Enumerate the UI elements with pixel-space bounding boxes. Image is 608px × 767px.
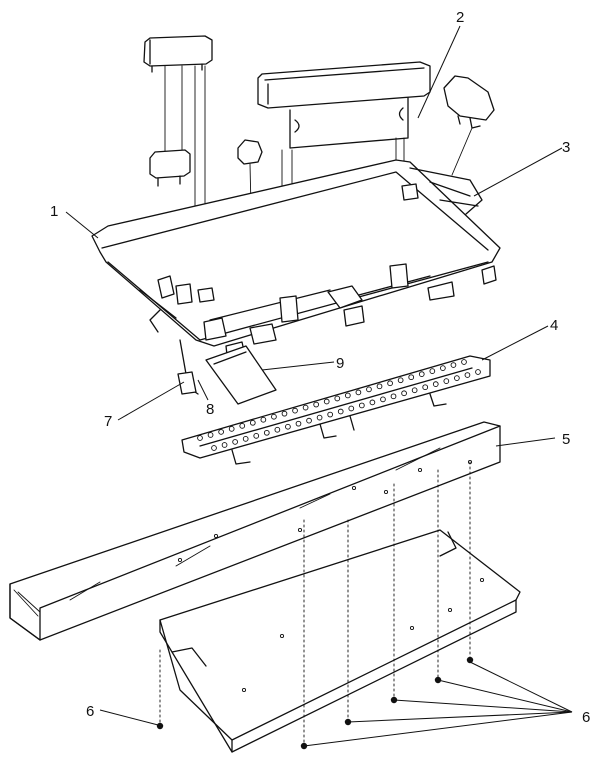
bracket-hole <box>232 439 238 445</box>
bracket-hole <box>422 384 429 391</box>
bracket-hole <box>397 377 404 384</box>
plate-hole <box>241 687 247 693</box>
small-key-cap <box>149 149 191 187</box>
bracket-hole <box>348 405 355 412</box>
bracket-hole <box>221 442 228 448</box>
bracket-hole <box>418 371 425 378</box>
bracket-hole <box>274 426 281 433</box>
top-right-cap <box>443 75 495 176</box>
callout-2: 2 <box>456 9 464 26</box>
bracket-hole <box>401 390 407 397</box>
bracket-hole <box>271 413 277 420</box>
bracket-hole <box>239 422 246 429</box>
callout-6-left: 6 <box>86 703 94 720</box>
bracket-hole <box>327 411 334 418</box>
bracket-hole <box>249 419 256 426</box>
leader-lines <box>65 25 573 747</box>
board-mark <box>297 527 303 533</box>
bracket-hole <box>461 359 467 365</box>
bracket-hole <box>306 417 312 424</box>
bracket-hole <box>253 432 260 439</box>
screw-head <box>466 656 474 664</box>
callout-labels: 1 2 3 4 5 6 6 7 8 9 <box>50 9 590 726</box>
callout-9: 9 <box>336 355 344 372</box>
bracket-hole <box>376 383 383 390</box>
bracket-hole <box>464 372 471 378</box>
bracket-hole <box>292 407 298 414</box>
bracket-hole <box>450 362 457 368</box>
screws <box>156 461 474 750</box>
bracket-hole <box>260 416 267 423</box>
bracket-hole <box>454 375 460 381</box>
callout-4: 4 <box>550 317 558 334</box>
plate-hole <box>479 577 485 583</box>
bracket-hole <box>285 423 291 430</box>
board-mark <box>213 533 219 539</box>
bracket-hole <box>443 378 450 384</box>
bracket-hole <box>366 386 372 393</box>
bracket-hole <box>408 374 415 381</box>
bracket-hole <box>334 395 341 402</box>
bracket-hole <box>432 381 439 388</box>
bracket-hole <box>302 404 309 411</box>
bracket-hole <box>263 429 270 436</box>
bracket-hole <box>411 387 418 394</box>
callout-3: 3 <box>562 139 570 156</box>
bracket-hole <box>337 408 344 415</box>
bracket-hole <box>207 432 214 438</box>
bracket-hole <box>390 393 397 400</box>
flex-tab <box>205 345 277 405</box>
callout-7: 7 <box>104 413 112 430</box>
top-center-cover <box>257 61 431 299</box>
bracket-hole <box>211 445 217 451</box>
bottom-plate <box>159 529 521 753</box>
bracket-hole <box>440 365 446 371</box>
bracket-hole <box>387 380 393 387</box>
main-frame <box>91 159 501 395</box>
bracket-hole <box>218 429 224 435</box>
bracket-hole <box>295 420 302 427</box>
callout-8: 8 <box>206 401 214 418</box>
bracket-hole <box>313 401 320 408</box>
bracket-hole <box>475 369 481 375</box>
bracket-hole <box>429 368 436 374</box>
bracket-hole <box>344 392 351 399</box>
bracket-hole <box>228 426 235 432</box>
board-mark <box>417 467 423 473</box>
bracket-hole <box>355 389 362 396</box>
bracket-hole <box>197 435 203 441</box>
plate-hole <box>447 607 453 613</box>
board-mark <box>177 557 183 563</box>
bracket-hole <box>369 399 376 406</box>
bracket-hole <box>358 402 365 409</box>
bracket-hole <box>242 436 249 442</box>
circuit-board <box>9 421 501 641</box>
callout-1: 1 <box>50 203 58 220</box>
plate-hole <box>279 633 285 639</box>
board-mark <box>351 485 357 491</box>
perforated-bracket <box>181 355 491 465</box>
plate-hole <box>409 625 415 631</box>
bracket-hole <box>281 410 288 417</box>
board-mark <box>383 489 389 495</box>
bracket-hole <box>380 396 386 403</box>
bracket-hole <box>323 398 330 405</box>
callout-6-right: 6 <box>582 709 590 726</box>
bracket-hole <box>316 414 323 421</box>
callout-5: 5 <box>562 431 570 448</box>
